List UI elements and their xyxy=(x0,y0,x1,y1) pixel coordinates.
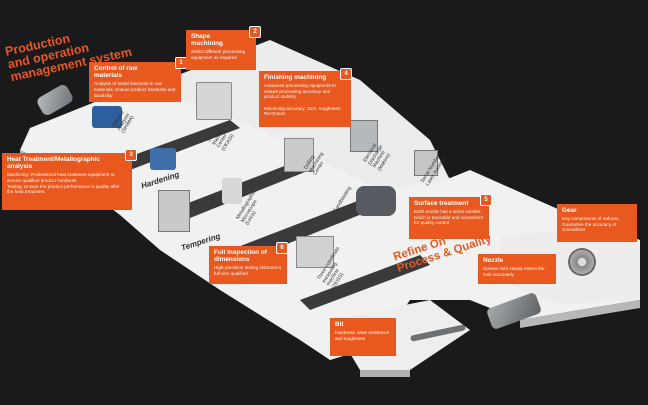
card-surface-treatment: Surface treatment Each nozzle has a seri… xyxy=(409,197,489,239)
step-number: 2 xyxy=(249,26,261,38)
spectral-analyzer-icon xyxy=(92,106,122,128)
card-heading: Shape machining xyxy=(191,33,223,48)
card-body: Advanced processing equipment to ensure … xyxy=(264,83,342,117)
card-heading: Nozzle xyxy=(483,257,504,264)
step-number: 4 xyxy=(340,68,352,80)
card-body: Machining: Professional heat treatment e… xyxy=(7,172,120,195)
gear-icon xyxy=(568,248,596,276)
step-number: 5 xyxy=(480,194,492,206)
laser-marking-icon xyxy=(414,150,438,176)
tempering-oven-icon xyxy=(158,190,190,232)
step-number: 6 xyxy=(276,242,288,254)
card-finishing-machining: Finishing machining Advanced processing … xyxy=(259,71,351,127)
card-body: Select different processing equipment as… xyxy=(191,49,246,60)
cmm-icon xyxy=(296,236,334,268)
card-heading: Full inspection of dimensions xyxy=(214,249,267,264)
card-heading: Finishing machining xyxy=(264,74,327,81)
furnace-icon xyxy=(150,148,176,170)
card-gear: Gear Key components of reducer, Guarante… xyxy=(557,204,637,242)
card-body: Hardness, wear resistance and toughness xyxy=(335,330,390,341)
card-heat-treatment: Heat Treatment/Metallographic analysis M… xyxy=(2,153,132,210)
card-body: Analysis of metal elements in raw materi… xyxy=(94,81,176,98)
card-bit: Bit Hardness, wear resistance and toughn… xyxy=(330,318,396,356)
step-number: 3 xyxy=(125,149,137,161)
card-body: High-precision testing instrument full s… xyxy=(214,265,281,276)
card-shape-machining: Shape machining Select different process… xyxy=(186,30,256,70)
step-number: 1 xyxy=(175,57,187,69)
card-nozzle: Nozzle Screws hold steady enters the hol… xyxy=(478,254,556,284)
card-full-inspection: Full inspection of dimensions High-preci… xyxy=(209,246,287,284)
microscope-icon xyxy=(222,178,242,204)
drilling-center-icon xyxy=(284,138,314,172)
card-heading: Gear xyxy=(562,207,577,214)
card-heading: Bit xyxy=(335,321,344,328)
card-heading: Surface treatment xyxy=(414,200,469,207)
card-body: Key components of reducer, Guarantee the… xyxy=(562,216,620,233)
machining-center-icon xyxy=(196,82,232,120)
sandblasting-icon xyxy=(356,186,396,216)
card-heading: Control of raw materials xyxy=(94,65,138,80)
card-raw-materials: Control of raw materials Analysis of met… xyxy=(89,62,181,102)
edm-icon xyxy=(350,120,378,152)
card-body: Each nozzle has a serial number, which i… xyxy=(414,209,483,226)
card-heading: Heat Treatment/Metallographic analysis xyxy=(7,156,101,171)
card-body: Screws hold steady enters the hole accur… xyxy=(483,266,545,277)
